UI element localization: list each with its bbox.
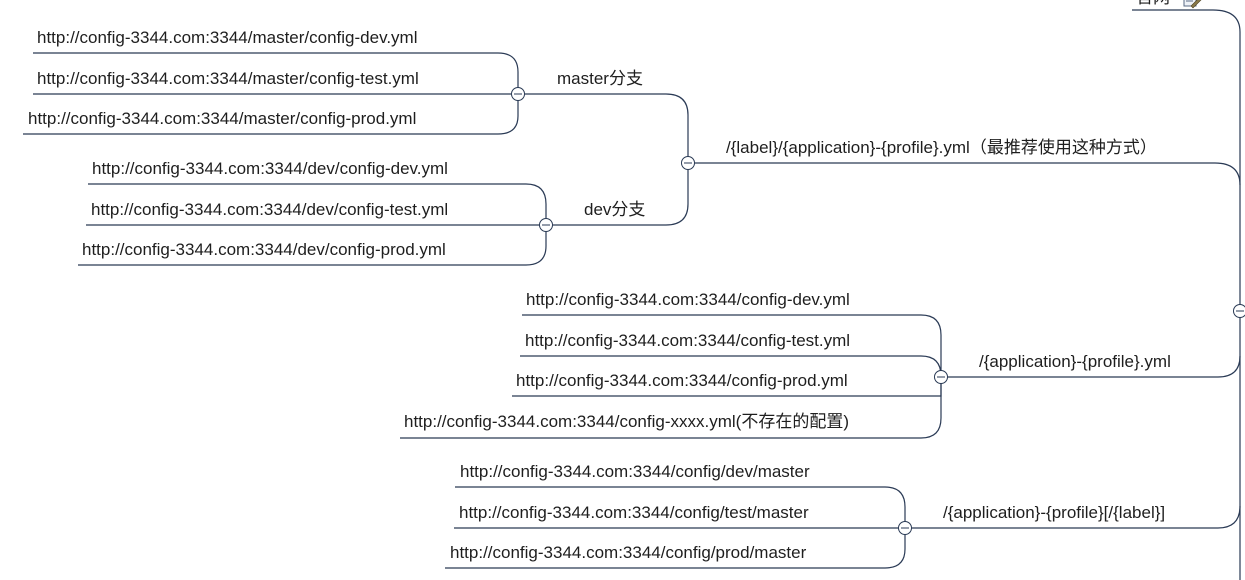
leaf-line (522, 314, 942, 377)
url-leaf[interactable]: http://config-3344.com:3344/master/confi… (37, 28, 418, 47)
url-leaf[interactable]: http://config-3344.com:3344/dev/config-p… (82, 240, 446, 259)
url-leaf[interactable]: http://config-3344.com:3344/master/confi… (28, 109, 417, 128)
dev-collapse-button[interactable] (539, 218, 553, 232)
leaf-line (400, 377, 942, 439)
branch-2-collapse-button[interactable] (934, 370, 948, 384)
root-topic-label[interactable]: 官网 (1136, 0, 1170, 8)
url-leaf[interactable]: http://config-3344.com:3344/config/test/… (459, 503, 809, 522)
branch-1-topic[interactable]: /{label}/{application}-{profile}.yml（最推荐… (726, 138, 1157, 157)
leaf-line (455, 486, 906, 528)
leaf-line (23, 94, 519, 135)
edit-note-icon[interactable] (1183, 0, 1202, 9)
branch-1-collapse-button[interactable] (681, 156, 695, 170)
leaf-line (88, 183, 547, 225)
url-leaf[interactable]: http://config-3344.com:3344/config-dev.y… (526, 290, 850, 309)
branch-3-collapse-button[interactable] (898, 521, 912, 535)
root-collapse-button[interactable] (1233, 304, 1245, 318)
url-leaf[interactable]: http://config-3344.com:3344/config-test.… (525, 331, 851, 350)
branch-1-connector (688, 162, 1241, 186)
branch-2-topic[interactable]: /{application}-{profile}.yml (979, 352, 1171, 371)
sub-topic-master[interactable]: master分支 (557, 69, 643, 88)
leaf-line (33, 52, 519, 94)
url-leaf[interactable]: http://config-3344.com:3344/config-prod.… (516, 371, 848, 390)
url-leaf[interactable]: http://config-3344.com:3344/config/prod/… (450, 543, 807, 562)
branch-2-connector (941, 355, 1241, 378)
url-leaf[interactable]: http://config-3344.com:3344/dev/config-t… (91, 200, 449, 219)
leaf-line (78, 225, 547, 266)
master-collapse-button[interactable] (511, 87, 525, 101)
url-leaf[interactable]: http://config-3344.com:3344/master/confi… (37, 69, 419, 88)
sub-dev-connector (546, 163, 689, 226)
sub-topic-dev[interactable]: dev分支 (584, 200, 646, 219)
sub-master-connector (518, 93, 689, 163)
url-leaf[interactable]: http://config-3344.com:3344/config/dev/m… (460, 462, 810, 481)
url-leaf[interactable]: http://config-3344.com:3344/config-xxxx.… (404, 412, 849, 431)
leaf-line (445, 528, 906, 569)
branch-3-connector (905, 505, 1241, 529)
root-trunk-line (1212, 9, 1241, 580)
url-leaf[interactable]: http://config-3344.com:3344/dev/config-d… (92, 159, 448, 178)
branch-3-topic[interactable]: /{application}-{profile}[/{label}] (943, 503, 1166, 522)
